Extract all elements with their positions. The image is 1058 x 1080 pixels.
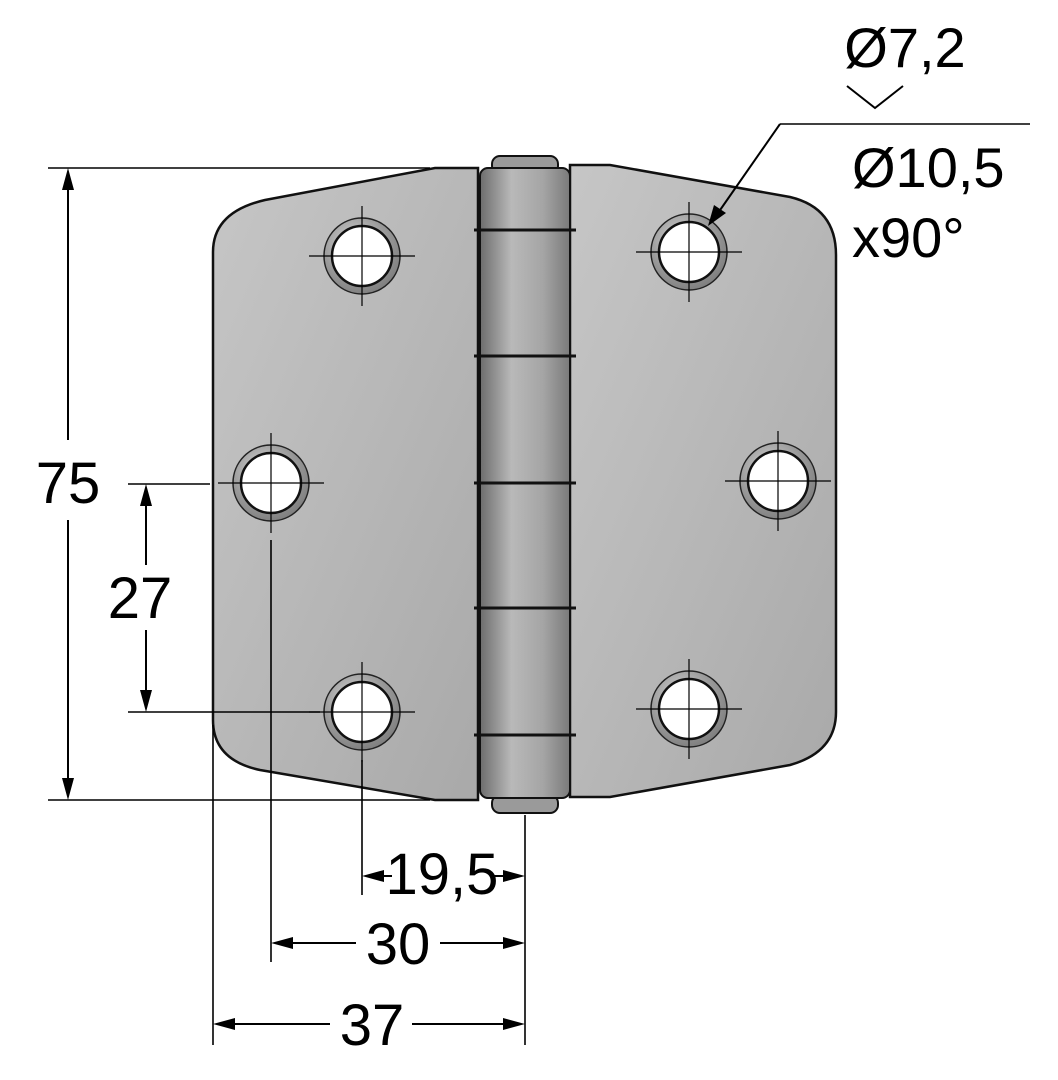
dimension-height-total: 75 (36, 167, 430, 801)
arrowhead (503, 870, 525, 882)
arrowhead (62, 778, 74, 800)
countersink-symbol (846, 85, 904, 110)
arrowhead (503, 1018, 525, 1030)
hinge (211, 155, 838, 814)
hole-bottom-left (309, 662, 415, 762)
hole-top-right (636, 202, 742, 302)
dimension-hole-spacing: 27 (108, 483, 320, 713)
arrowhead (213, 1018, 235, 1030)
arrowhead (271, 937, 293, 949)
arrowhead (140, 484, 152, 506)
hole-bottom-right (636, 659, 742, 759)
arrowhead (503, 937, 525, 949)
dimension-pin-to-middle-hole: 30 (270, 540, 525, 977)
leader-line (717, 123, 781, 214)
countersink-diameter-label: Ø10,5 (852, 136, 1005, 199)
hole-top-left (309, 206, 415, 306)
arrowhead (140, 690, 152, 712)
hole-callout: Ø7,2 Ø10,5 x90° (708, 16, 1030, 269)
dimension-leaf-width: 37 (212, 725, 525, 1058)
hole-middle-left (218, 433, 324, 533)
through-diameter-label: Ø7,2 (844, 16, 965, 79)
dimension-label: 27 (108, 566, 173, 631)
left-leaf (211, 166, 480, 802)
right-leaf (568, 163, 838, 799)
dimension-label: 19,5 (386, 842, 499, 907)
arrowhead (362, 870, 384, 882)
dimension-label: 30 (366, 912, 431, 977)
hole-middle-right (725, 431, 831, 531)
dimension-label: 37 (340, 993, 405, 1058)
countersink-angle-label: x90° (852, 206, 965, 269)
arrowhead (62, 168, 74, 190)
dimension-label: 75 (36, 451, 101, 516)
dimension-pin-to-outer-holes: 19,5 (361, 760, 526, 1045)
arrowhead (708, 205, 726, 226)
